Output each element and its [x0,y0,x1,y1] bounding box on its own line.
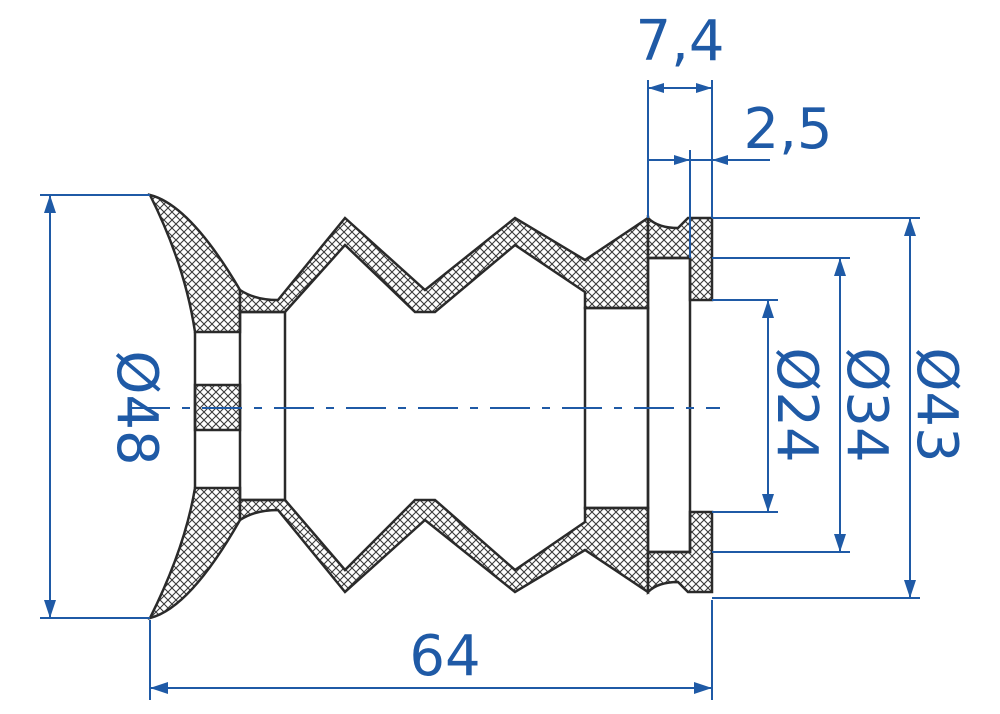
inner-insert-left [238,310,287,502]
groove-width-label: 2,5 [743,97,832,162]
part-cross-section [147,193,714,620]
suction-lip-bottom [147,486,242,620]
flange-width-label: 7,4 [635,9,724,74]
overall-length-label: 64 [409,624,480,689]
suction-lip-top [147,193,242,334]
outer-diameter-label: Ø48 [104,350,169,465]
bellows-wall-top [238,215,650,314]
bellows-wall-bottom [238,498,650,595]
flange-groove [646,256,692,554]
flange-diameter-label: Ø43 [904,347,969,462]
dimension-lines [40,80,920,700]
bore-diameter-label: Ø34 [834,347,899,462]
inner-diameter-label: Ø24 [764,347,829,462]
